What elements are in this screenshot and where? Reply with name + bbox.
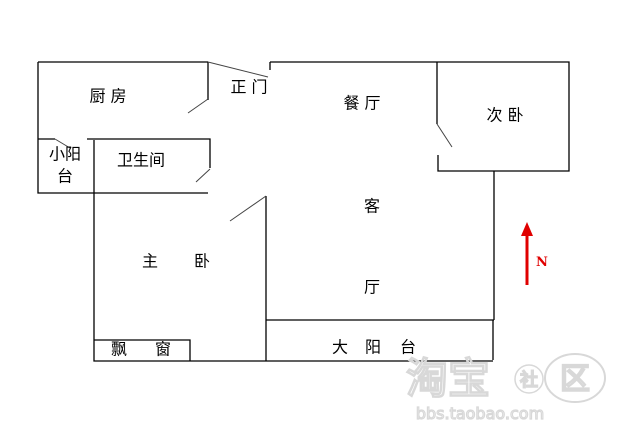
- watermark-badge-2: 区: [560, 362, 590, 397]
- big-balcony-label-2: 阳: [365, 338, 381, 357]
- north-label: N: [536, 255, 548, 270]
- watermark-bubble-icon: [514, 364, 544, 394]
- watermark: 淘宝 社 区 bbs.taobao.com: [405, 353, 606, 424]
- bathroom-label: 卫生间: [117, 151, 165, 170]
- living-room-label: 客: [364, 197, 380, 216]
- small-balcony-label: 小阳: [49, 145, 81, 164]
- living-room-label-2: 厅: [364, 278, 380, 297]
- master-bedroom-label-2: 卧: [194, 252, 210, 271]
- kitchen-label: 厨 房: [89, 87, 126, 106]
- watermark-badge-1: 社: [520, 369, 538, 391]
- doors: [54, 61, 453, 222]
- watermark-brand: 淘宝: [406, 354, 490, 403]
- second-bedroom-label: 次 卧: [486, 106, 523, 125]
- entrance-label: 正 门: [230, 78, 267, 97]
- dining-room-label: 餐 厅: [343, 94, 380, 113]
- bay-window-label: 飘: [111, 340, 127, 359]
- master-bedroom-label: 主: [142, 252, 158, 271]
- watermark-bubble-icon-2: [544, 353, 606, 403]
- walls: [37, 61, 570, 362]
- big-balcony-label-3: 台: [400, 338, 416, 357]
- big-balcony-label: 大: [332, 338, 348, 357]
- small-balcony-label-2: 台: [57, 167, 73, 186]
- bay-window-label-2: 窗: [155, 340, 171, 359]
- watermark-url: bbs.taobao.com: [416, 404, 544, 423]
- north-arrow-icon: [521, 222, 533, 285]
